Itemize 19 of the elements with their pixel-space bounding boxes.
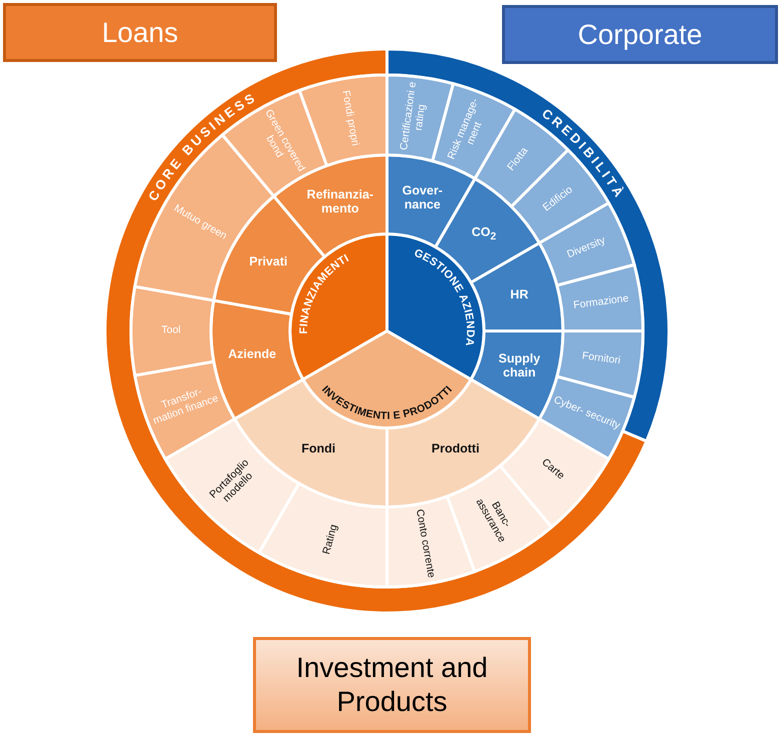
segment-label: Prodotti — [432, 442, 480, 457]
segment-label: Supply chain — [497, 352, 542, 380]
segment-label: Refinanzia- mento — [306, 188, 374, 216]
segment-label: Certificazioni e rating — [398, 80, 429, 153]
category-box: Investment and Products — [253, 637, 531, 733]
segment-label: HR — [510, 288, 528, 302]
segment-label: Fornitori — [581, 350, 621, 368]
segment-label: Aziende — [228, 348, 276, 362]
segment-label: Privati — [249, 256, 288, 270]
segment-label: Conto corrente — [412, 508, 436, 579]
segment-label: Fondi — [301, 442, 336, 457]
category-box: Corporate — [502, 5, 778, 64]
segment-label: Formazione — [572, 293, 630, 312]
category-box: Loans — [3, 3, 277, 62]
segment-label: Fondi propri — [338, 90, 360, 147]
segment-label: Rating — [322, 524, 341, 556]
segment-label: CO$_{2}$ — [472, 226, 496, 243]
segment-label: Gover- nance — [401, 184, 444, 212]
segment-label: Tool — [161, 325, 181, 337]
